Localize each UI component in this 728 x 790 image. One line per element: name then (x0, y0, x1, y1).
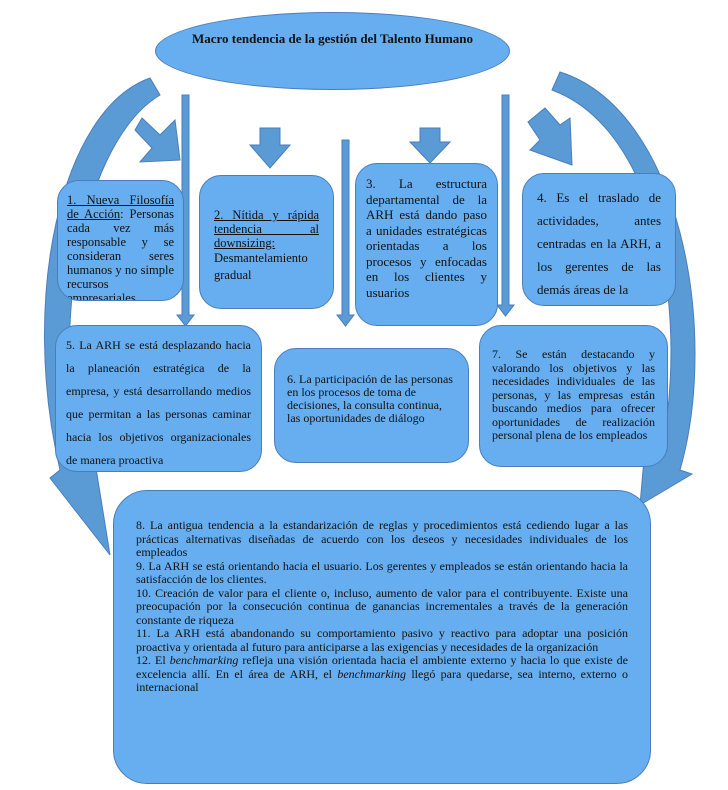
trend-12-em-1: benchmarking (169, 653, 239, 667)
trend-1-text: : Personas cada vez más responsable y se… (67, 207, 174, 301)
trend-3-text: 3. La estructura departamental de la ARH… (366, 176, 487, 300)
trend-box-6: 6. La participación de las personas en l… (274, 348, 469, 463)
block-arrow-2 (248, 127, 292, 169)
thin-arrow-2 (335, 139, 356, 327)
block-arrow-1 (134, 117, 181, 163)
trend-box-2: 2. Nítida y rápida tendencia al downsizi… (199, 175, 334, 309)
trend-box-1: 1. Nueva Filosofía de Acción: Personas c… (57, 180, 184, 301)
trend-2-text: Desmantelamiento gradual (214, 251, 308, 282)
thin-arrow-1 (175, 94, 196, 327)
trend-box-3: 3. La estructura departamental de la ARH… (355, 163, 498, 326)
main-title: Macro tendencia de la gestión del Talent… (155, 12, 510, 90)
trend-12-part-c: llegó para quedarse, sea interno, extern… (136, 666, 628, 694)
trend-box-7: 7. Se están destacando y valorando los o… (479, 325, 668, 467)
block-arrow-3 (408, 127, 452, 164)
curved-arrow-left (44, 77, 161, 556)
trend-box-5: 5. La ARH se está desplazando hacia la p… (55, 325, 262, 472)
trend-12-part-b: refleja una visión orientada hacia el am… (136, 653, 628, 681)
trend-6-text: 6. La participación de las personas en l… (287, 372, 453, 425)
trend-2-heading: 2. Nítida y rápida tendencia al downsizi… (214, 208, 319, 250)
trend-box-4: 4. Es el traslado de actividades, antes … (522, 173, 676, 306)
trend-4-text: 4. Es el traslado de actividades, antes … (537, 190, 661, 297)
trend-10-text: 10. Creación de valor para el cliente o,… (136, 585, 628, 627)
trend-11-text: 11. La ARH está abandonando su comportam… (136, 626, 628, 654)
trend-8-text: 8. La antigua tendencia a la estandariza… (136, 518, 628, 559)
trend-7-text: 7. Se están destacando y valorando los o… (492, 347, 655, 442)
block-arrow-4 (527, 107, 573, 166)
trend-12-text: 12. El benchmarking refleja una visión o… (136, 653, 628, 695)
trend-5-text: 5. La ARH se está desplazando hacia la p… (66, 338, 251, 467)
thin-arrow-3 (495, 94, 516, 317)
trend-box-8-12: 8. La antigua tendencia a la estandariza… (113, 490, 651, 784)
trend-12-em-2: benchmarking (337, 666, 406, 681)
trend-12-part-a: 12. El (136, 653, 170, 667)
trend-1-heading: 1. Nueva Filosofía de Acción (67, 193, 174, 221)
trend-9-text: 9. La ARH se está orientando hacia el us… (136, 558, 628, 586)
